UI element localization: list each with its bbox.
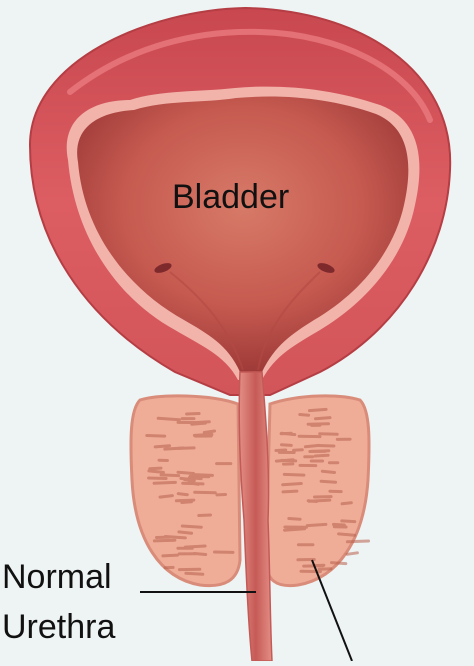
prostate-texture-dash — [282, 445, 292, 446]
prostate-texture-dash — [158, 418, 179, 419]
prostate-leader-line — [312, 560, 352, 661]
prostate-texture-dash — [149, 478, 167, 479]
prostate-texture-dash — [276, 460, 293, 461]
bladder-label: Bladder — [172, 180, 289, 214]
prostate-texture-dash — [285, 529, 305, 530]
prostate-texture-dash — [185, 546, 205, 547]
prostate-texture-dash — [310, 451, 329, 452]
prostate-texture-dash — [321, 481, 336, 482]
prostate-texture-dash — [176, 500, 193, 501]
prostate-texture-dash — [163, 555, 178, 556]
prostate-texture-dash — [318, 446, 334, 447]
prostate-texture-dash — [147, 436, 165, 437]
prostate-texture-dash — [187, 414, 200, 415]
prostate-texture-dash — [284, 474, 304, 475]
prostate-texture-dash — [194, 475, 213, 476]
prostate-texture-dash — [289, 519, 300, 520]
prostate-texture-dash — [300, 415, 309, 416]
prostate-texture-dash — [178, 472, 194, 473]
prostate-texture-dash — [342, 521, 355, 522]
prostate-texture-dash — [179, 532, 192, 533]
prostate-texture-dash — [334, 524, 345, 525]
prostate-texture-dash — [195, 554, 206, 555]
prostate-texture-dash — [149, 471, 164, 473]
prostate-texture-dash — [154, 482, 175, 483]
prostate-texture-dash — [155, 446, 169, 447]
prostate-texture-dash — [283, 491, 297, 492]
prostate-texture-dash — [276, 450, 286, 451]
prostate-texture-dash — [322, 471, 334, 472]
prostate-texture-dash — [161, 475, 179, 476]
prostate-texture-dash — [319, 569, 331, 570]
prostate-texture-dash — [178, 494, 187, 495]
prostate-texture-dash — [281, 433, 291, 434]
prostate-texture-dash — [183, 483, 203, 484]
prostate-texture-dash — [315, 455, 328, 456]
prostate-texture-dash — [347, 541, 368, 542]
normal-urethra-label-line1: Normal — [2, 560, 112, 594]
prostate-texture-dash — [194, 434, 212, 435]
prostate-texture-dash — [195, 492, 216, 493]
prostate-texture-dash — [342, 503, 351, 504]
prostate-texture-dash — [160, 496, 172, 498]
prostate-texture-dash — [332, 563, 346, 564]
prostate-texture-dash — [339, 534, 355, 535]
prostate-texture-dash — [182, 526, 201, 527]
prostate-texture-dash — [308, 501, 316, 502]
normal-urethra-label-line2: Urethra — [2, 610, 115, 644]
prostate-texture-dash — [283, 484, 302, 485]
prostate-texture-dash — [185, 480, 195, 481]
prostate-texture-dash — [165, 448, 183, 449]
prostate-texture-dash — [307, 524, 326, 525]
prostate-texture-dash — [320, 434, 338, 435]
prostate-texture-dash — [204, 431, 214, 433]
prostate-texture-dash — [347, 553, 357, 555]
prostate-texture-dash — [316, 418, 331, 419]
prostate-texture-dash — [309, 409, 326, 410]
prostate-texture-dash — [199, 515, 211, 516]
urethra — [239, 372, 272, 661]
prostate-texture-dash — [165, 537, 185, 538]
prostate-left-lobe — [131, 396, 240, 586]
prostate-texture-dash — [150, 468, 161, 469]
prostate-texture-dash — [154, 540, 175, 541]
prostate-texture-dash — [186, 573, 203, 574]
